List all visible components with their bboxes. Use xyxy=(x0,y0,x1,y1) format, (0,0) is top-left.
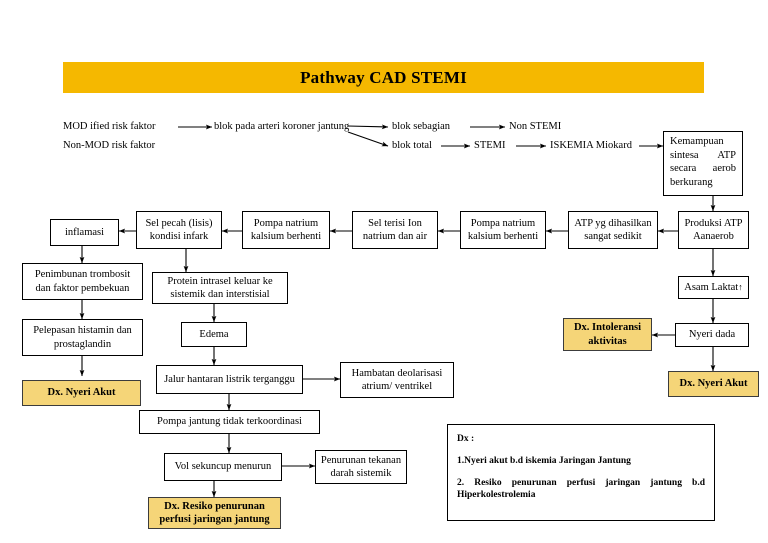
node-dx-resiko-penurunan-perfusi: Dx. Resiko penurunan perfusi jaringan ja… xyxy=(148,497,281,529)
node-penimbunan-trombosit: Penimbunan trombosit dan faktor pembekua… xyxy=(22,263,143,300)
label-blok-arteri-koroner: blok pada arteri koroner jantung xyxy=(214,121,350,132)
node-dx-intoleransi-aktivitas: Dx. Intoleransi aktivitas xyxy=(563,318,652,351)
label-modified-risk-faktor: MOD ified risk faktor xyxy=(63,121,156,132)
node-pelepasan-histamin: Pelepasan histamin dan prostaglandin xyxy=(22,319,143,356)
label-iskemia-miokard: ISKEMIA Miokard xyxy=(550,140,632,151)
node-asam-laktat: Asam Laktat↑ xyxy=(678,276,749,299)
node-dx-nyeri-akut-right: Dx. Nyeri Akut xyxy=(668,371,759,397)
node-atp-yg-dihasilkan-sedikit: ATP yg dihasilkan sangat sedikit xyxy=(568,211,658,249)
legend-heading: Dx : xyxy=(457,434,475,444)
node-hambatan-deolarisasi: Hambatan deolarisasi atrium/ ventrikel xyxy=(340,362,454,398)
node-edema: Edema xyxy=(181,322,247,347)
node-kemampuan-sintesa-atp: Kemampuan sintesa ATP secara aerob berku… xyxy=(663,131,743,196)
node-protein-intrasel-keluar: Protein intrasel keluar ke sistemik dan … xyxy=(152,272,288,304)
node-vol-sekuncup-menurun: Vol sekuncup menurun xyxy=(164,453,282,481)
node-pompa-jantung-tidak-terkoordinasi: Pompa jantung tidak terkoordinasi xyxy=(139,410,320,434)
node-produksi-atp-anaerob: Produksi ATP Aanaerob xyxy=(678,211,749,249)
legend-item-2: 2. Resiko penurunan perfusi jaringan jan… xyxy=(457,477,705,501)
label-non-mod-risk-faktor: Non-MOD risk faktor xyxy=(63,140,156,151)
label-blok-sebagian: blok sebagian xyxy=(392,121,451,132)
node-pompa-natrium-kalsium-berhenti-2: Pompa natrium kalsium berhenti xyxy=(460,211,546,249)
node-sel-terisi-ion-natrium-air: Sel terisi Ion natrium dan air xyxy=(352,211,438,249)
arrow-up-icon: ↑ xyxy=(738,281,743,292)
node-nyeri-dada: Nyeri dada xyxy=(675,323,749,347)
node-dx-nyeri-akut-left: Dx. Nyeri Akut xyxy=(22,380,141,406)
node-sel-pecah-lisis-infark: Sel pecah (lisis) kondisi infark xyxy=(136,211,222,249)
diagnosis-legend-box: Dx : 1.Nyeri akut b.d iskemia Jaringan J… xyxy=(447,424,715,521)
node-pompa-natrium-kalsium-berhenti-1: Pompa natrium kalsium berhenti xyxy=(242,211,330,249)
node-penurunan-tekanan-darah: Penurunan tekanan darah sistemik xyxy=(315,450,407,484)
label-blok-total: blok total xyxy=(392,140,432,151)
page-title-banner: Pathway CAD STEMI xyxy=(63,62,704,93)
node-jalur-hantaran-listrik: Jalur hantaran listrik terganggu xyxy=(156,365,303,394)
legend-item-1: 1.Nyeri akut b.d iskemia Jaringan Jantun… xyxy=(457,455,631,466)
asam-laktat-label: Asam Laktat xyxy=(684,281,739,293)
page-title: Pathway CAD STEMI xyxy=(300,67,467,87)
label-non-stemi: Non STEMI xyxy=(509,121,562,132)
label-stemi: STEMI xyxy=(474,140,506,151)
node-inflamasi: inflamasi xyxy=(50,219,119,246)
